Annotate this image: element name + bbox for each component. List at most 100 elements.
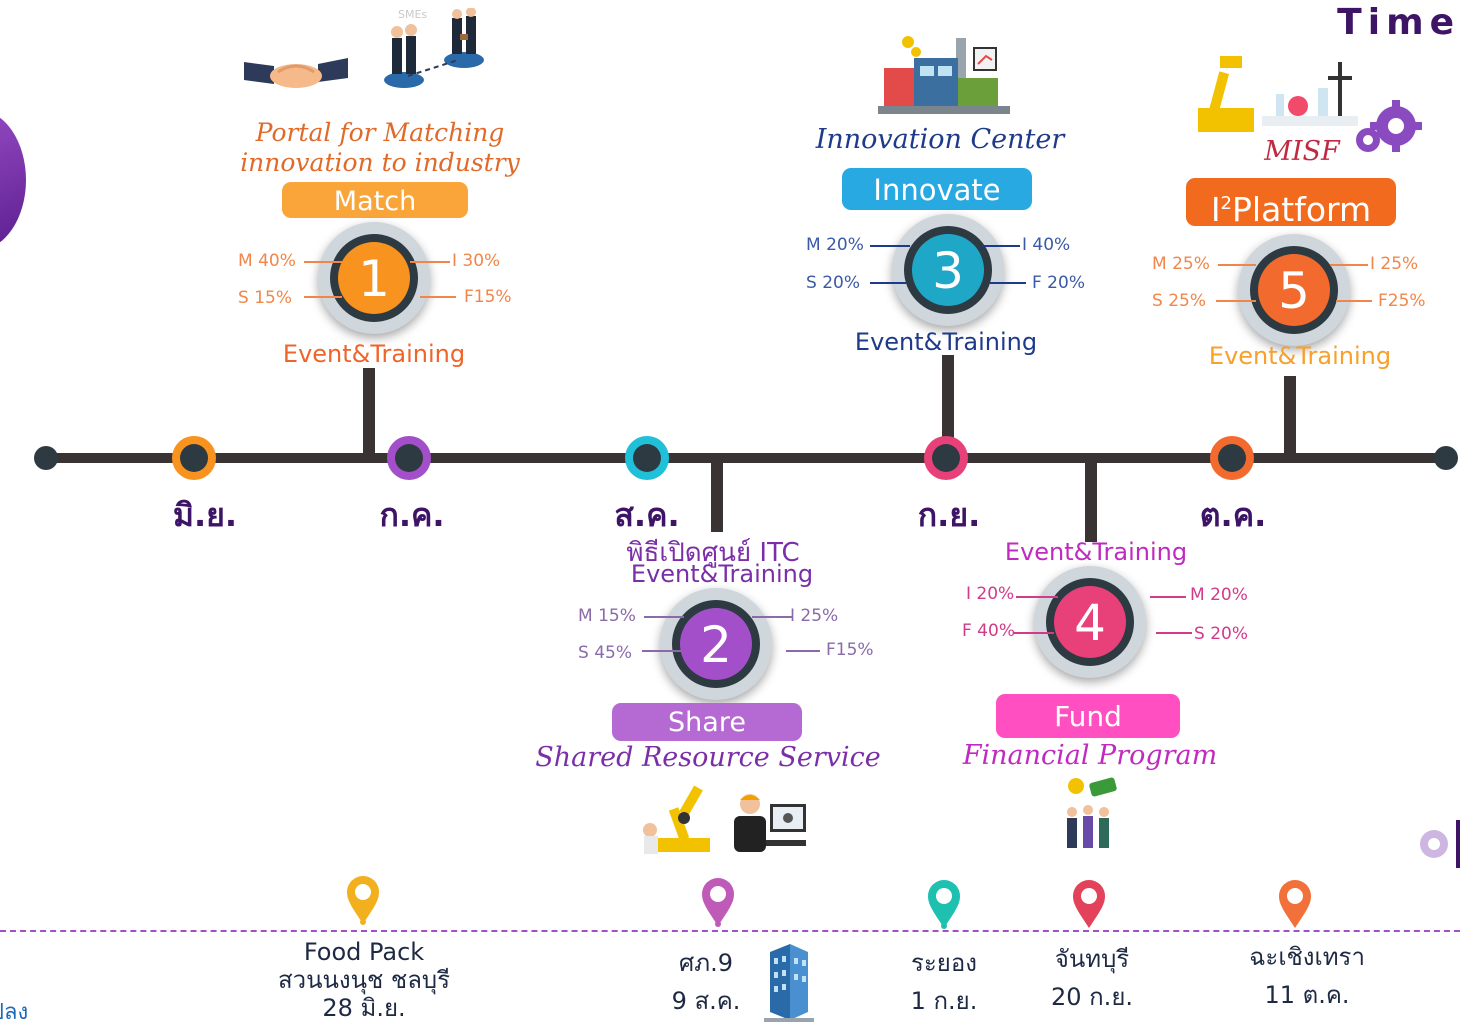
m4-stat-tl: I 20% <box>966 584 1015 604</box>
m3-line-bl <box>870 282 906 284</box>
connector-3 <box>942 355 954 455</box>
milestone-3-number: 3 <box>912 234 984 306</box>
milestone-1-badge: 1 <box>318 222 430 334</box>
m1-stat-bl: S 15% <box>238 288 292 308</box>
milestone-3-badge: 3 <box>892 214 1004 326</box>
month-node-oct <box>1210 436 1254 480</box>
location-chanthaburi: จันทบุรี 20 ก.ย. <box>1030 940 1154 1016</box>
m3-stat-bl: S 20% <box>806 273 860 293</box>
gears-icon <box>1352 94 1422 160</box>
m4-pill-fund: Fund <box>996 694 1180 738</box>
m4-line-br <box>1156 632 1192 634</box>
month-label-sep: ก.ย. <box>917 496 981 534</box>
location-sp9: ศภ.9 9 ส.ค. <box>646 944 766 1020</box>
location-rayong-title: ระยอง <box>911 949 977 977</box>
milestone-1-number: 1 <box>338 242 410 314</box>
m4-line-bl <box>1014 632 1054 634</box>
footer-left-fragment: ปลง <box>0 1000 29 1025</box>
connector-5 <box>1284 376 1296 456</box>
milestone-5-number: 5 <box>1258 254 1330 326</box>
m1-stat-tr: I 30% <box>452 251 501 271</box>
m1-line-br <box>420 296 456 298</box>
m5-pill-prefix: I <box>1210 190 1221 229</box>
m4-line-tr <box>1150 596 1186 598</box>
m2-stat-tl: M 15% <box>578 606 636 626</box>
m5-event-training: Event&Training <box>1208 342 1392 370</box>
engineer-computer-illustration <box>730 790 808 854</box>
location-rayong: ระยอง 1 ก.ย. <box>884 944 1004 1020</box>
month-node-jul <box>387 436 431 480</box>
m2-stat-bl: S 45% <box>578 643 632 663</box>
m4-caption: Financial Program <box>962 740 1218 771</box>
timeline-end-cap <box>1434 446 1458 470</box>
m5-line-br <box>1336 300 1372 302</box>
month-node-sep <box>924 436 968 480</box>
m3-stat-br: F 20% <box>1032 273 1085 293</box>
location-food-pack-date: 28 มิ.ย. <box>322 994 406 1022</box>
location-chachoengsao-date: 11 ต.ค. <box>1264 981 1350 1009</box>
m2-stat-br: F15% <box>826 640 874 660</box>
m2-line-tr <box>752 616 792 618</box>
map-pin-icon-rayong <box>926 878 962 934</box>
m3-line-tl <box>870 245 910 247</box>
m5-caption: MISF <box>1264 136 1340 167</box>
handshake-illustration <box>244 52 348 96</box>
milestone-4-number: 4 <box>1054 586 1126 658</box>
page-title: Time <box>1337 2 1460 43</box>
milestone-2-number: 2 <box>680 608 752 680</box>
m1-line-bl <box>304 296 342 298</box>
connector-1 <box>363 368 375 456</box>
m3-pill-innovate: Innovate <box>842 168 1032 210</box>
map-pin-icon-food-pack <box>345 874 381 930</box>
connector-2 <box>711 460 723 532</box>
location-chachoengsao-title: ฉะเชิงเทรา <box>1249 943 1365 971</box>
location-chanthaburi-date: 20 ก.ย. <box>1050 983 1134 1011</box>
m5-stat-tl: M 25% <box>1152 254 1210 274</box>
month-node-aug <box>625 436 669 480</box>
m5-pill-platform: I2Platform <box>1186 178 1396 229</box>
m5-stat-tr: I 25% <box>1370 254 1419 274</box>
robot-arm-illustration <box>640 778 724 856</box>
m3-line-br <box>990 282 1026 284</box>
m2-line-br <box>786 650 820 652</box>
m5-line-tr <box>1330 264 1368 266</box>
m1-line-tl <box>304 261 342 263</box>
lab-robot-illustration <box>1192 52 1364 142</box>
timeline-start-cap <box>34 446 58 470</box>
milestone-2-badge: 2 <box>660 588 772 700</box>
m5-stat-bl: S 25% <box>1152 291 1206 311</box>
location-sp9-title: ศภ.9 <box>679 949 733 977</box>
m1-line-tr <box>410 261 450 263</box>
month-node-jun <box>172 436 216 480</box>
m3-stat-tr: I 40% <box>1022 235 1071 255</box>
m1-caption-line2: innovation to industry <box>240 148 520 177</box>
m5-line-bl <box>1216 300 1256 302</box>
m4-line-tl <box>1016 596 1058 598</box>
smes-logo: SMEs <box>398 8 428 21</box>
m2-caption: Shared Resource Service <box>535 742 881 773</box>
map-pin-icon-sp9 <box>700 876 736 932</box>
map-pin-icon-chanthaburi <box>1071 878 1107 934</box>
map-pin-icon-chachoengsao <box>1277 878 1313 934</box>
m4-stat-bl: F 40% <box>962 621 1015 641</box>
m1-stat-tl: M 40% <box>238 251 296 271</box>
m3-caption: Innovation Center <box>815 124 1065 155</box>
m3-stat-tl: M 20% <box>806 235 864 255</box>
m5-stat-br: F25% <box>1378 291 1426 311</box>
m2-line-tl <box>644 616 684 618</box>
location-food-pack-venue: สวนนงนุช ชลบุรี <box>277 966 451 994</box>
business-people-illustration <box>378 7 486 94</box>
m4-stat-br: S 20% <box>1194 624 1248 644</box>
decorative-blob <box>0 110 26 250</box>
month-label-oct: ต.ค. <box>1199 496 1267 534</box>
location-sp9-date: 9 ส.ค. <box>671 987 741 1015</box>
month-label-jun: มิ.ย. <box>172 496 238 534</box>
m2-heading: พิธีเปิดศูนย์ ITC <box>626 538 800 568</box>
m1-event-training: Event&Training <box>282 340 466 368</box>
milestone-5-badge: 5 <box>1238 234 1350 346</box>
connector-4 <box>1085 460 1097 542</box>
m1-caption-line1: Portal for Matching <box>255 118 505 147</box>
gear-icon <box>1414 824 1454 864</box>
right-edge-bar <box>1456 820 1460 868</box>
location-food-pack: Food Pack สวนนงนุช ชลบุรี 28 มิ.ย. <box>254 938 474 1022</box>
